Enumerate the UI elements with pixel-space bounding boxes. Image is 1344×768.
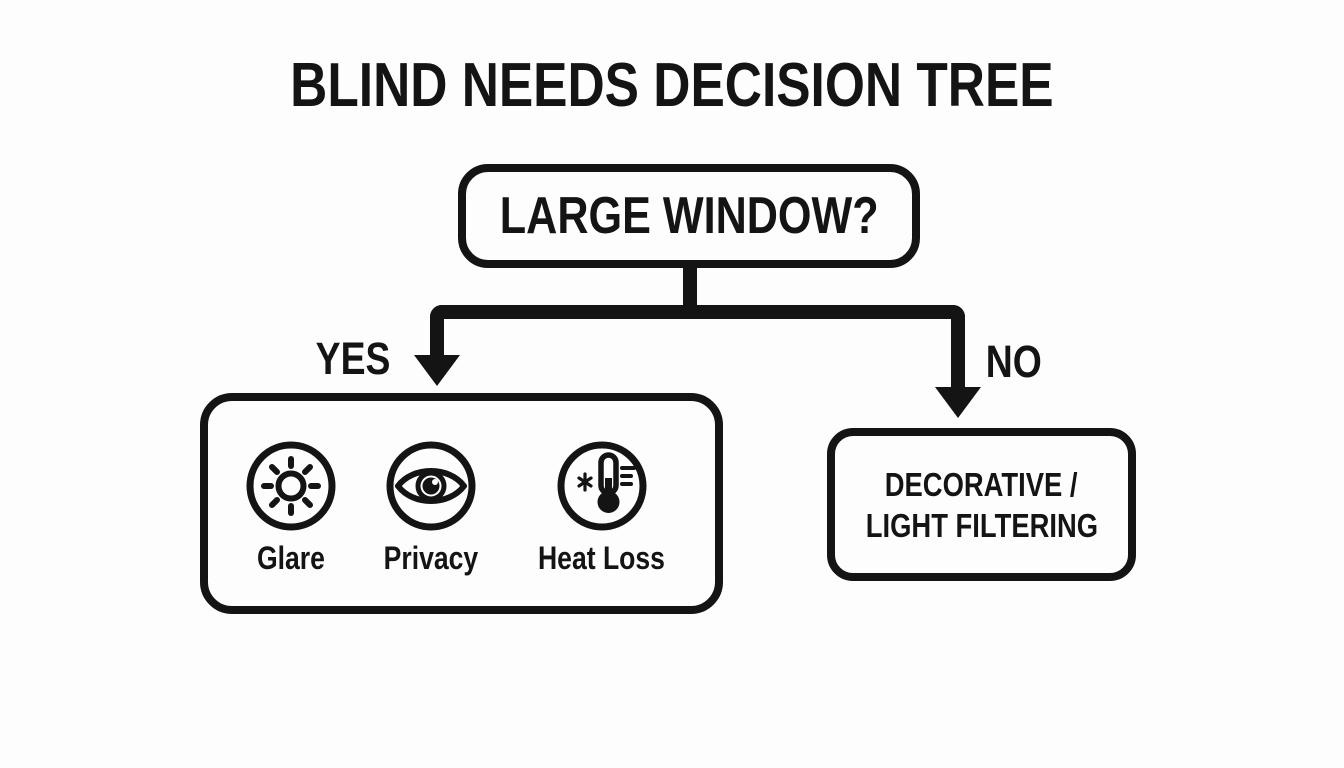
need-heat-loss: Heat Loss bbox=[525, 440, 678, 577]
connector-branch-no bbox=[690, 305, 965, 389]
arrow-down-no-icon bbox=[935, 387, 981, 418]
page-title: BLIND NEEDS DECISION TREE bbox=[0, 50, 1344, 121]
no-node-label-line1: DECORATIVE / bbox=[885, 465, 1078, 503]
branch-label-no: NO bbox=[980, 336, 1100, 388]
no-node-decorative: DECORATIVE / LIGHT FILTERING bbox=[827, 428, 1136, 581]
arrow-down-yes-icon bbox=[414, 355, 460, 386]
page-title-text: BLIND NEEDS DECISION TREE bbox=[290, 51, 1054, 120]
branch-label-no-text: NO bbox=[985, 336, 1042, 387]
need-label-heat-loss: Heat Loss bbox=[538, 540, 666, 576]
no-node-label-line2: LIGHT FILTERING bbox=[865, 506, 1098, 544]
branch-label-yes-text: YES bbox=[315, 333, 391, 384]
need-label-glare: Glare bbox=[256, 540, 325, 576]
thermometer-icon bbox=[557, 441, 647, 531]
need-glare: Glare bbox=[245, 440, 337, 577]
root-node-large-window: LARGE WINDOW? bbox=[458, 164, 920, 268]
need-label-privacy: Privacy bbox=[383, 540, 479, 576]
root-node-label: LARGE WINDOW? bbox=[499, 187, 879, 245]
branch-label-yes: YES bbox=[278, 333, 398, 385]
eye-icon bbox=[386, 441, 476, 531]
connector-branch-yes bbox=[430, 305, 690, 357]
need-privacy: Privacy bbox=[374, 440, 488, 577]
yes-node-needs: Glare Privacy bbox=[200, 393, 723, 614]
sun-icon bbox=[246, 441, 336, 531]
connector-stem bbox=[683, 262, 697, 312]
